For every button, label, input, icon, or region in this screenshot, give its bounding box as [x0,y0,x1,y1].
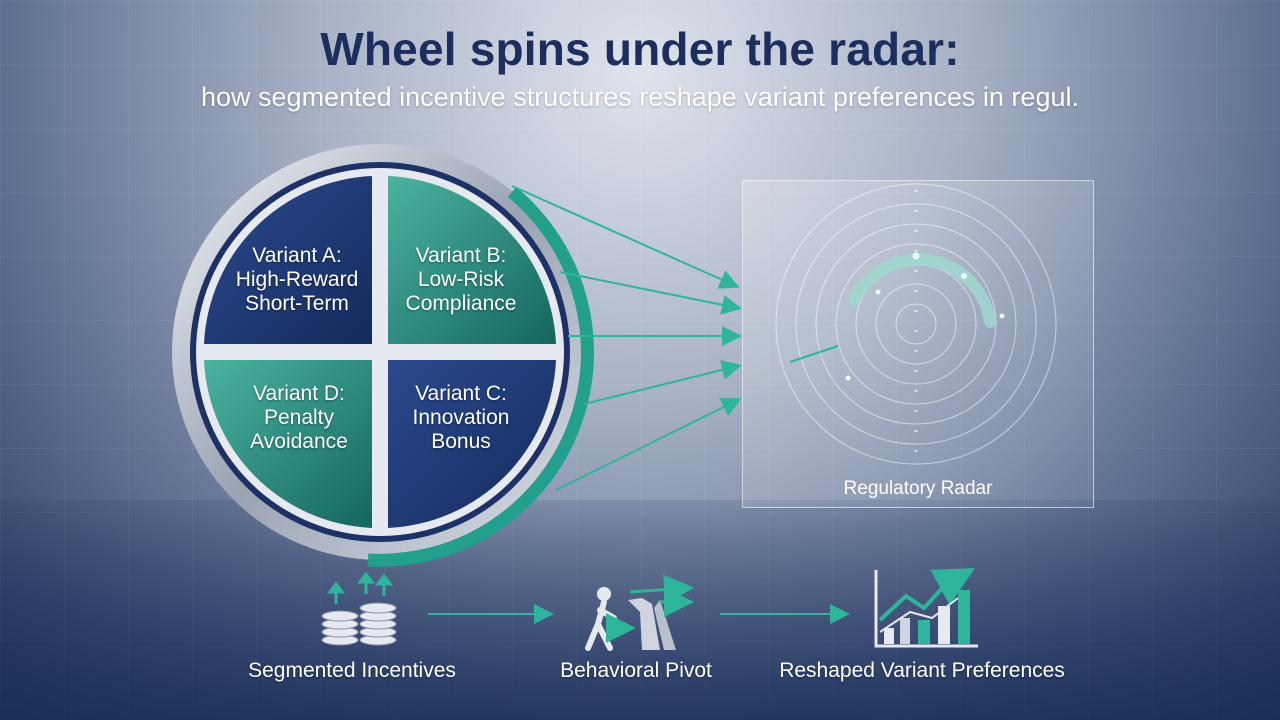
quadrant-b-label: Variant B: Low-Risk Compliance [405,244,517,315]
connector-arrow [583,360,742,405]
quadrant-c-label: Variant C: Innovation Bonus [412,382,510,453]
flow-label-reshaped-preferences: Reshaped Variant Preferences [779,659,1065,682]
radar-blips [845,252,1005,381]
person-pivot-icon [585,574,694,651]
connector-arrow [511,185,740,289]
rising-chart-icon [874,568,978,648]
wheel-teal-arc [367,186,594,567]
regulatory-radar [775,183,1057,465]
quadrant-a-label: Variant A: High-Reward Short-Term [235,244,359,315]
wheel-to-radar-arrows [511,185,742,491]
coin-stacks-icon [321,571,397,646]
page-subtitle: how segmented incentive structures resha… [201,82,1079,112]
quadrant-c [388,360,556,528]
radar-sweep-arc [848,253,996,328]
incentive-wheel [172,144,594,567]
flow-label-behavioral-pivot: Behavioral Pivot [560,659,712,682]
quadrant-d-label: Variant D: Penalty Avoidance [250,382,348,453]
quadrant-a [204,176,372,344]
quadrant-d [204,360,372,528]
page-title: Wheel spins under the radar: [320,23,960,75]
radar-blip-line [789,345,839,363]
connector-arrow [559,271,742,315]
radar-label: Regulatory Radar [843,478,993,499]
quadrant-b [388,176,556,344]
flow-label-segmented-incentives: Segmented Incentives [248,659,456,682]
connector-arrow [555,398,742,491]
wheel-separator [196,168,564,536]
